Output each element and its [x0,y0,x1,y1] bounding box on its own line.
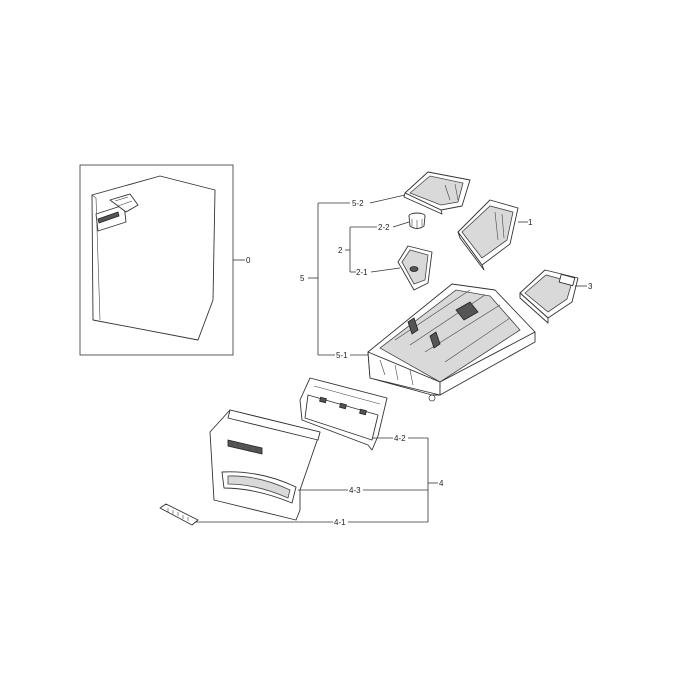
part-2-1-softener-cup [397,245,433,291]
label-1: 1 [528,218,533,227]
leader-lines [195,194,587,523]
part-1-detergent-cup [457,199,519,271]
part-4-3-drawer-panel [209,409,321,521]
part-5-2-top-tray [403,171,471,215]
label-4: 4 [439,479,444,488]
label-2-1: 2-1 [356,268,368,277]
part-4-1-label-strip [159,503,199,526]
label-0: 0 [246,256,251,265]
label-5-1: 5-1 [336,351,348,360]
label-2-2: 2-2 [378,223,390,232]
label-3: 3 [588,282,593,291]
label-5-2: 5-2 [352,199,364,208]
label-4-3: 4-3 [349,486,361,495]
label-4-1: 4-1 [334,518,346,527]
part-5-1-drawer-housing [367,283,536,402]
label-4-2: 4-2 [394,434,406,443]
part-3-bleach-cup [519,269,579,324]
assembly-overview [79,164,234,356]
label-2: 2 [338,246,343,255]
part-2-2-cap [408,212,426,229]
part-4-2-drawer-frame [299,377,388,451]
label-5: 5 [300,274,305,283]
